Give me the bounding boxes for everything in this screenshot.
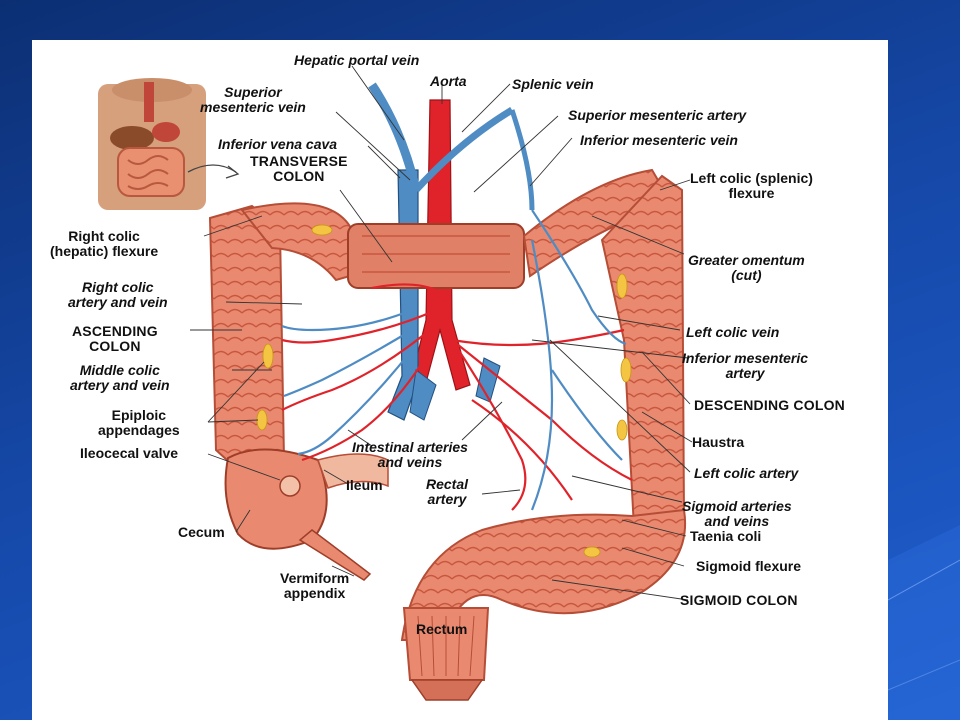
label-inferior-mesenteric-artery: Inferior mesenteric artery: [682, 350, 809, 381]
label-left-colic-artery: Left colic artery: [694, 465, 799, 481]
large-intestine-illustration: [98, 65, 693, 701]
leader-lines: [190, 65, 693, 601]
label-sigmoid-flexure: Sigmoid flexure: [696, 558, 802, 574]
label-splenic-vein: Splenic vein: [512, 76, 594, 92]
label-rectal-artery: Rectal artery: [426, 476, 469, 507]
appendix-shape: [298, 529, 372, 581]
label-inferior-mesenteric-vein: Inferior mesenteric vein: [580, 132, 738, 148]
label-cecum: Cecum: [178, 524, 225, 540]
label-ileocecal-valve: Ileocecal valve: [80, 445, 179, 461]
label-inferior-vena-cava: Inferior vena cava: [218, 136, 338, 152]
label-intestinal-arteries: Intestinal arteries and veins: [352, 439, 468, 470]
label-ileum: Ileum: [346, 477, 383, 493]
label-haustra: Haustra: [692, 434, 745, 450]
label-left-colic-flexure: Left colic (splenic) flexure: [690, 170, 813, 201]
label-superior-mesenteric-vein: Superior mesenteric vein: [200, 84, 306, 115]
mesenteric-veins: [281, 209, 627, 511]
label-vermiform-appendix: Vermiform appendix: [280, 570, 350, 601]
descending-colon: [600, 174, 686, 530]
label-right-colic-flexure: Right colic (hepatic) flexure: [50, 228, 159, 259]
ileum-shape: [317, 453, 389, 489]
label-right-colic-artery: Right colic artery and vein: [68, 279, 168, 310]
label-taenia-coli: Taenia coli: [690, 528, 762, 544]
torso-inset: [98, 78, 206, 210]
label-superior-mesenteric-artery: Superior mesenteric artery: [568, 107, 747, 123]
label-sigmoid-colon: SIGMOID COLON: [680, 592, 798, 608]
inferior-vena-cava-vessel: [387, 169, 419, 421]
label-epiploic-appendages: Epiploic appendages: [98, 407, 180, 438]
transverse-colon: [347, 223, 525, 289]
label-sigmoid-arteries: Sigmoid arteries and veins: [682, 498, 792, 529]
label-rectum: Rectum: [416, 621, 468, 637]
label-middle-colic: Middle colic artery and vein: [70, 362, 170, 393]
label-left-colic-vein: Left colic vein: [686, 324, 780, 340]
label-transverse-colon: TRANSVERSE COLON: [250, 153, 348, 184]
label-descending-colon: DESCENDING COLON: [694, 397, 845, 413]
label-ascending-colon: ASCENDING COLON: [72, 323, 158, 354]
label-greater-omentum: Greater omentum (cut): [688, 252, 805, 283]
label-aorta: Aorta: [430, 73, 467, 89]
label-hepatic-portal-vein: Hepatic portal vein: [294, 52, 420, 68]
diagram-panel: Hepatic portal vein Aorta Splenic vein S…: [32, 40, 888, 720]
